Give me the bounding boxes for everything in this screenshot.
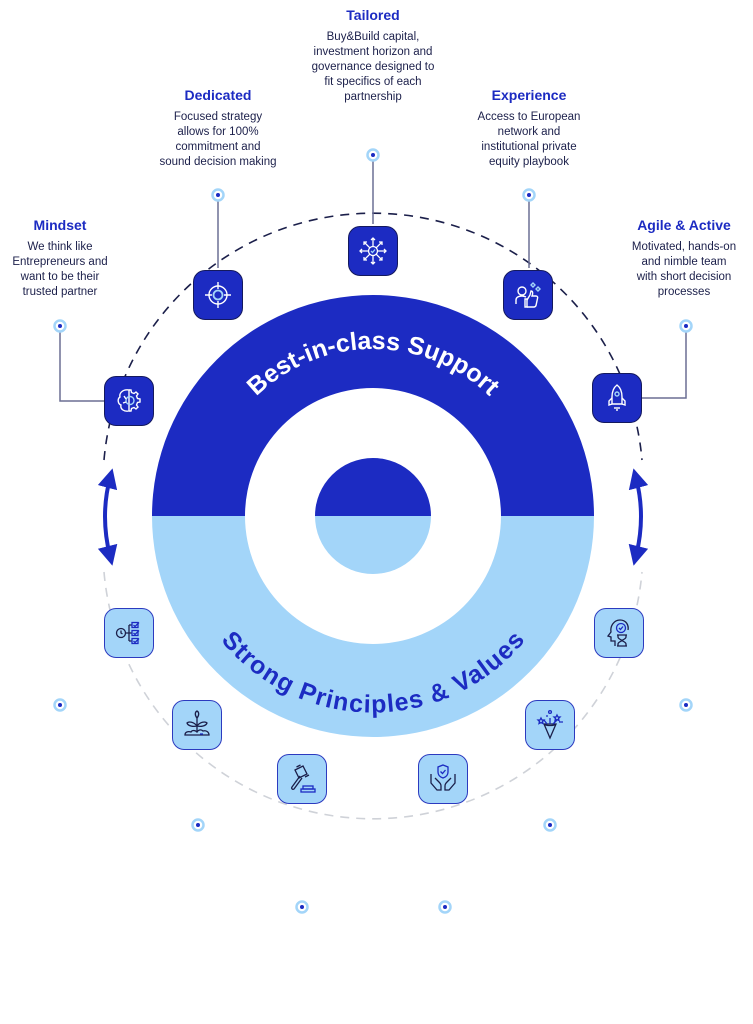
- tile-experience: [503, 270, 553, 320]
- anchor-dot: [53, 319, 67, 333]
- desc-line: trusted partner: [22, 286, 98, 298]
- desc-line: fit specifics of each: [324, 76, 422, 88]
- tile-dedicated: [193, 270, 243, 320]
- anchor-dot: [438, 900, 452, 914]
- anchor-dot: [679, 319, 693, 333]
- anchor-dot: [543, 818, 557, 832]
- anchor-dot: [366, 148, 380, 162]
- desc-line: with short decision: [636, 271, 732, 283]
- desc-line: Motivated, hands-on: [631, 241, 737, 253]
- tile-mindfulness: [594, 608, 644, 658]
- anchor-dot: [211, 188, 225, 202]
- left-double-arrow: [97, 468, 118, 566]
- callout-desc: Motivated, hands-on and nimble team with…: [614, 240, 753, 300]
- target-icon: [205, 282, 231, 308]
- callout-dedicated: Dedicated Focused strategy allows for 10…: [148, 86, 288, 170]
- tile-mindset: [104, 376, 154, 426]
- anchor-dot: [522, 188, 536, 202]
- callout-experience: Experience Access to European network an…: [459, 86, 599, 170]
- tile-protection: [418, 754, 468, 804]
- callout-mindset: Mindset We think like Entrepreneurs and …: [0, 216, 120, 300]
- desc-line: investment horizon and: [313, 46, 433, 58]
- desc-line: Access to European: [477, 111, 581, 123]
- hands-shield-icon: [430, 764, 456, 791]
- desc-line: We think like: [27, 241, 93, 253]
- anchor-dot: [679, 698, 693, 712]
- tile-governance: [277, 754, 327, 804]
- callout-title: Tailored: [346, 7, 400, 23]
- desc-line: Entrepreneurs and: [12, 256, 108, 268]
- party-popper-icon: [536, 709, 563, 740]
- sprout-icon: [184, 710, 210, 736]
- center-circle-top: [315, 458, 431, 516]
- desc-line: institutional private: [481, 141, 577, 153]
- desc-line: processes: [657, 286, 711, 298]
- desc-line: equity playbook: [489, 156, 569, 168]
- desc-line: governance designed to: [311, 61, 435, 73]
- gavel-icon: [291, 764, 316, 793]
- connector-mindset: [59, 327, 104, 402]
- anchor-dot: [191, 818, 205, 832]
- anchor-dots: [53, 148, 693, 914]
- tile-agile: [592, 373, 642, 423]
- connector-agile: [642, 327, 687, 399]
- head-hourglass-icon: [606, 619, 629, 647]
- tile-growth: [172, 700, 222, 750]
- tile-celebration: [525, 700, 575, 750]
- ring-bottom-half: [152, 516, 594, 737]
- desc-line: sound decision making: [159, 156, 277, 168]
- brain-gear-icon: [117, 389, 141, 412]
- connectors: [59, 155, 687, 402]
- desc-line: and nimble team: [641, 256, 727, 268]
- right-double-arrow: [628, 468, 649, 566]
- callout-desc: Access to European network and instituti…: [459, 110, 599, 170]
- callout-desc: Focused strategy allows for 100% commitm…: [148, 110, 288, 170]
- callout-tailored: Tailored Buy&Build capital, investment h…: [293, 6, 453, 105]
- rocket-icon: [608, 384, 626, 411]
- desc-line: want to be their: [20, 271, 100, 283]
- callout-title: Dedicated: [184, 87, 252, 103]
- desc-line: allows for 100%: [177, 126, 259, 138]
- callout-title: Mindset: [33, 217, 87, 233]
- callout-title: Experience: [491, 87, 567, 103]
- callout-desc: Buy&Build capital, investment horizon an…: [293, 30, 453, 105]
- desc-line: Focused strategy: [173, 111, 263, 123]
- tile-tailored: [348, 226, 398, 276]
- ring-top-half: [152, 295, 594, 516]
- anchor-dot: [295, 900, 309, 914]
- orbit-bottom-dashed: [103, 571, 643, 820]
- desc-line: network and: [497, 126, 561, 138]
- callout-desc: We think like Entrepreneurs and want to …: [0, 240, 120, 300]
- desc-line: Buy&Build capital,: [326, 31, 420, 43]
- desc-line: commitment and: [175, 141, 261, 153]
- arrows-out-check-icon: [359, 237, 387, 265]
- center-circle-bottom: [315, 516, 431, 574]
- callout-title: Agile & Active: [637, 217, 731, 233]
- anchor-dot: [53, 698, 67, 712]
- desc-line: partnership: [344, 91, 402, 103]
- tile-process: [104, 608, 154, 658]
- person-thumbs-up-icon: [515, 282, 541, 308]
- clock-checklist-icon: [115, 621, 140, 645]
- callout-agile: Agile & Active Motivated, hands-on and n…: [614, 216, 753, 300]
